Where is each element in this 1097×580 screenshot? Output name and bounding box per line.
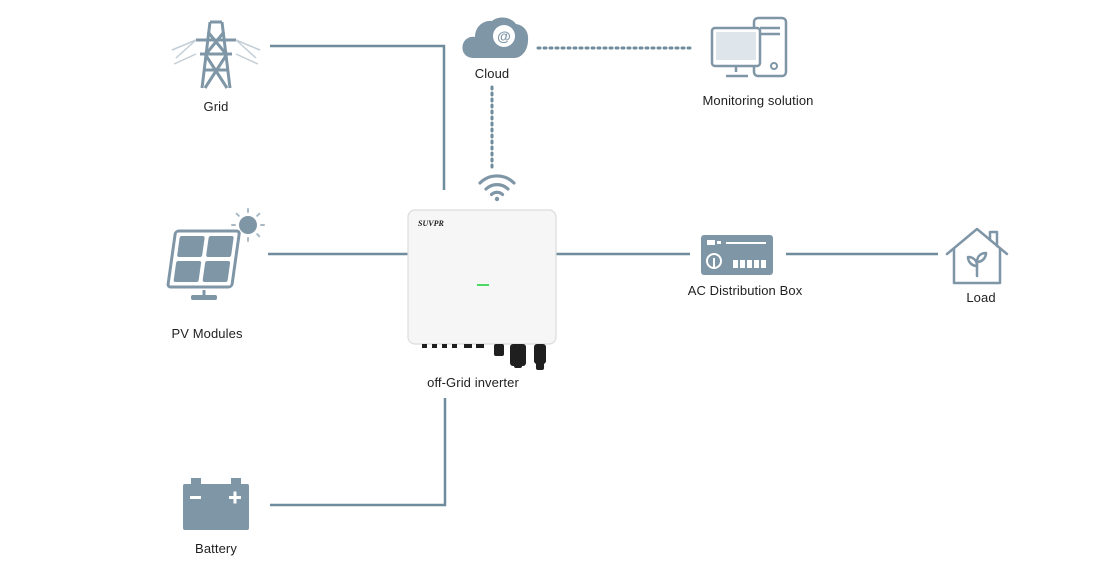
house-icon xyxy=(945,227,1009,285)
transmission-tower-icon xyxy=(171,20,261,89)
inverter-led xyxy=(477,284,489,286)
grid-connection-line xyxy=(270,44,446,190)
cloud-at-icon: @ xyxy=(462,17,529,58)
solar-panel-icon xyxy=(166,229,241,300)
inverter-icon: SUVPR xyxy=(407,209,557,370)
inverter-brand: SUVPR xyxy=(418,219,444,228)
battery-connection-line xyxy=(270,398,447,507)
wifi-icon xyxy=(478,174,516,202)
ac-box-label: AC Distribution Box xyxy=(687,283,803,298)
distribution-box-icon xyxy=(701,235,773,275)
load-label: Load xyxy=(966,290,996,305)
sun-icon xyxy=(231,208,265,242)
desktop-computer-icon xyxy=(710,16,788,78)
cloud-label: Cloud xyxy=(474,66,510,81)
monitoring-label: Monitoring solution xyxy=(702,93,814,108)
pv-label: PV Modules xyxy=(171,326,243,341)
battery-label: Battery xyxy=(195,541,237,556)
svg-text:@: @ xyxy=(497,28,511,44)
grid-label: Grid xyxy=(203,99,229,114)
battery-icon xyxy=(183,478,249,530)
inverter-label: off-Grid inverter xyxy=(427,375,519,390)
